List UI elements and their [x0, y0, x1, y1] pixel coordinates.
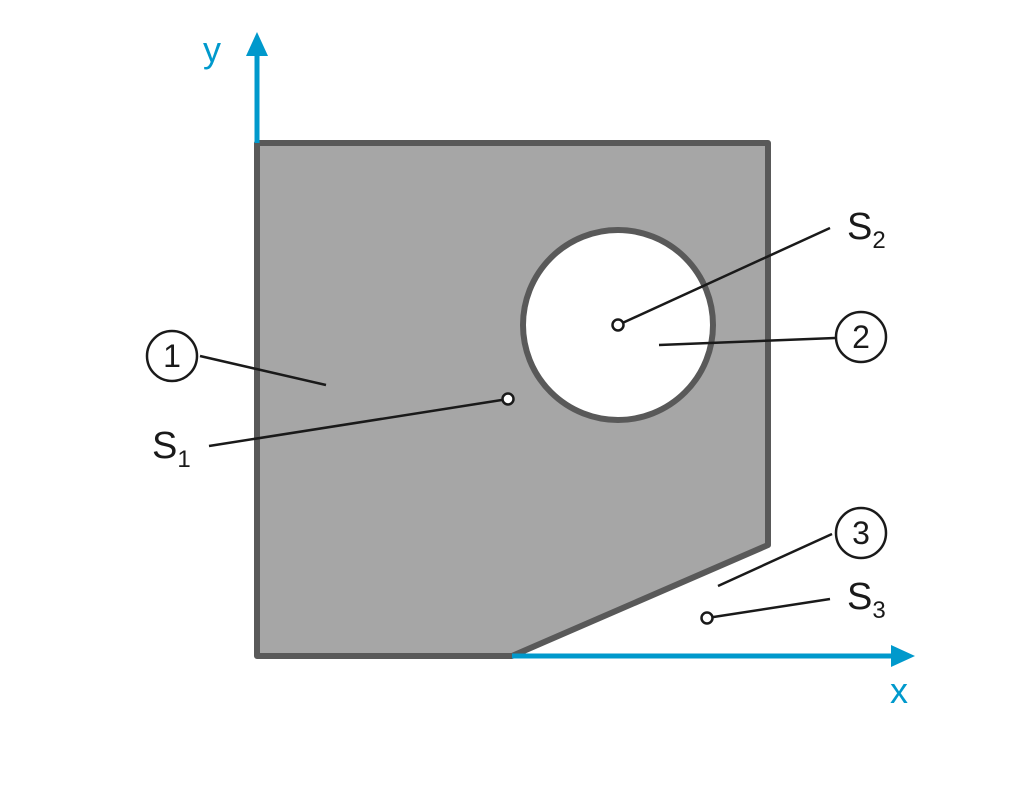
- part-callout-2: 2: [834, 310, 888, 364]
- part-callout-3: 3: [834, 506, 888, 560]
- centroid-letter-2: S: [847, 206, 872, 248]
- centroid-point-1: [501, 392, 515, 406]
- leader-centroid-2: [617, 226, 831, 327]
- leader-centroid-1: [208, 397, 509, 448]
- leader-centroid-3: [706, 597, 831, 620]
- y-axis-label: y: [203, 29, 221, 70]
- centroid-letter-1: S: [152, 425, 177, 467]
- centroid-letter-3: S: [847, 576, 872, 618]
- part-number-2: 2: [852, 319, 870, 355]
- part-number-1: 1: [163, 338, 181, 374]
- leader-part-3: [717, 532, 833, 588]
- x-axis-arrow: [891, 645, 915, 667]
- part-callout-1: 1: [145, 329, 199, 383]
- centroid-point-3: [700, 611, 714, 625]
- centroid-label-2: S2: [847, 206, 886, 254]
- y-axis-arrow: [246, 32, 268, 56]
- x-axis-label: x: [890, 670, 908, 711]
- centroid-index-2: 2: [872, 227, 885, 254]
- centroid-point-2: [611, 318, 625, 332]
- centroid-label-3: S3: [847, 576, 886, 624]
- centroid-index-3: 3: [872, 597, 885, 624]
- leader-part-2: [658, 336, 836, 347]
- centroid-index-1: 1: [177, 446, 190, 473]
- centroid-label-1: S1: [152, 425, 191, 473]
- leader-part-1: [199, 354, 327, 387]
- part-number-3: 3: [852, 515, 870, 551]
